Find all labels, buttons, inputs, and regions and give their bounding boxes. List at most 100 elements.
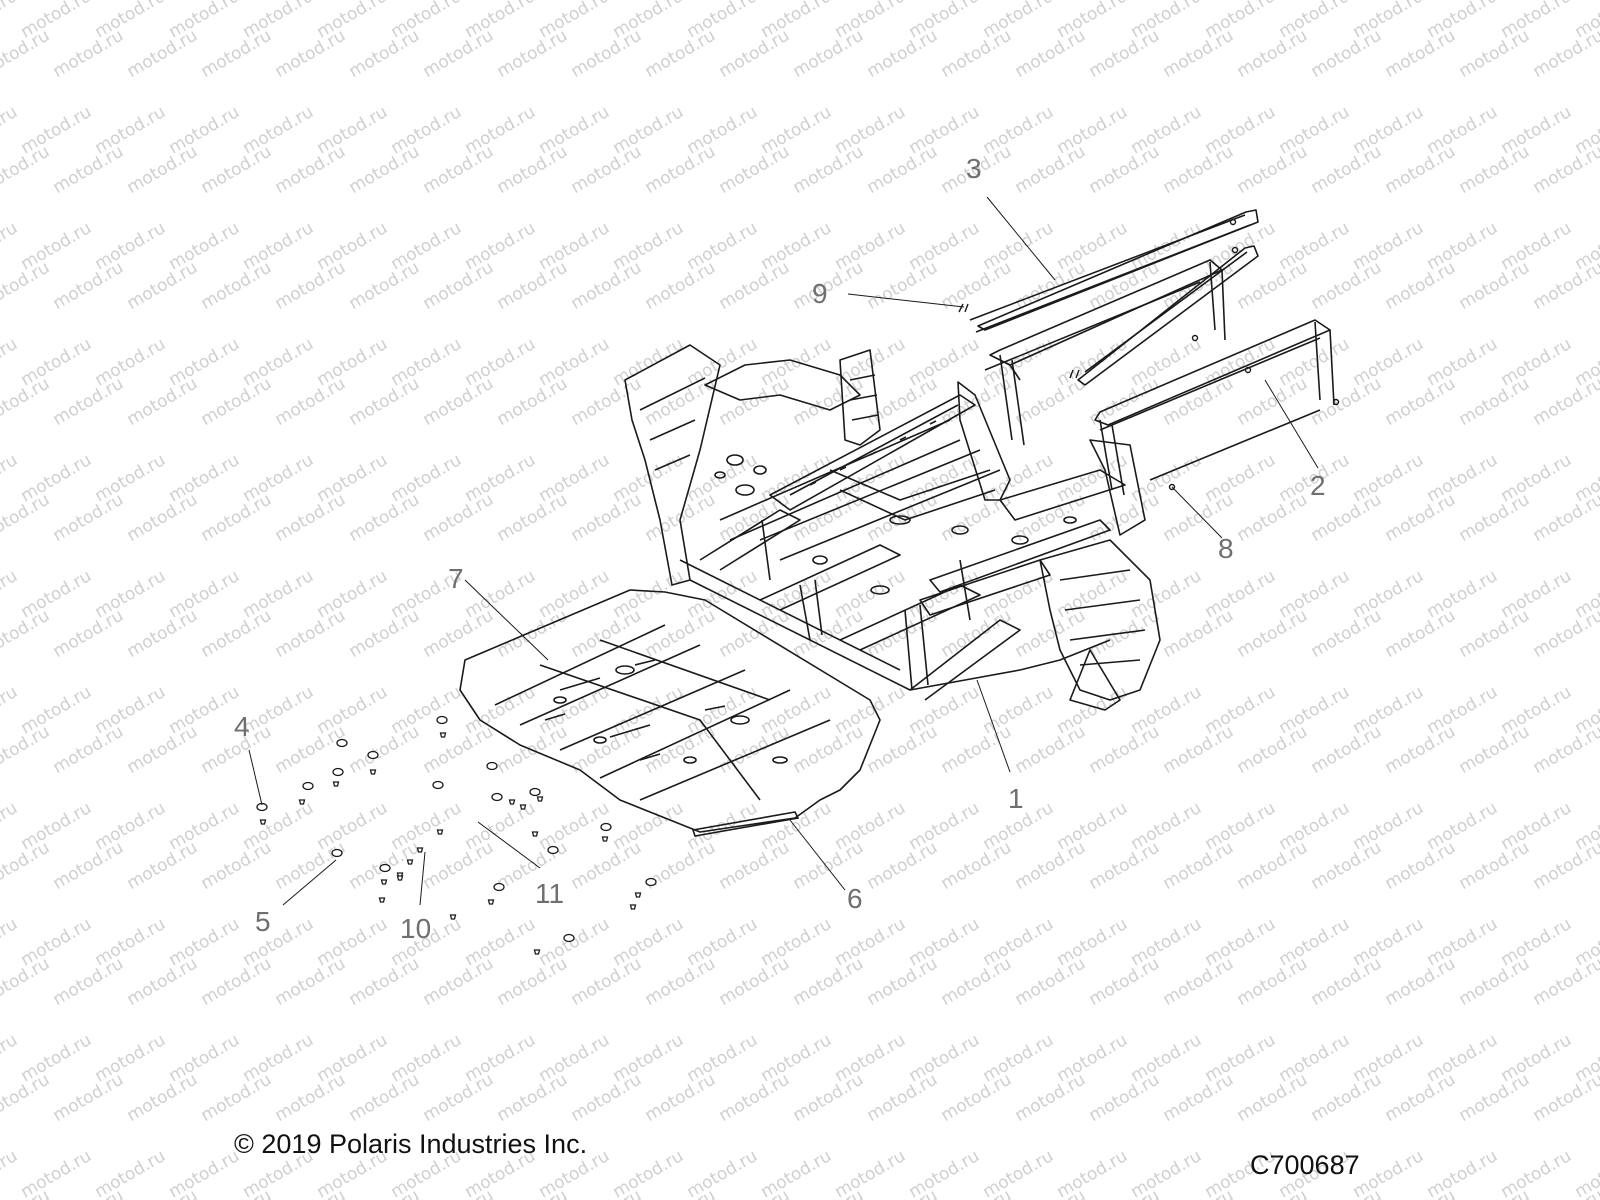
watermark-text: motod.ru xyxy=(1381,1186,1459,1200)
watermark-text: motod.ru xyxy=(419,26,497,82)
watermark-text: motod.ru xyxy=(0,218,21,274)
watermark-text: motod.ru xyxy=(345,1070,423,1126)
watermark-text: motod.ru xyxy=(1381,490,1459,546)
screw-icon xyxy=(406,859,414,865)
watermark-text: motod.ru xyxy=(567,490,645,546)
watermark-text: motod.ru xyxy=(271,26,349,82)
watermark-text: motod.ru xyxy=(789,142,867,198)
watermark-text: motod.ru xyxy=(715,954,793,1010)
watermark-text: motod.ru xyxy=(715,838,793,894)
watermark-text: motod.ru xyxy=(1159,26,1237,82)
watermark-text: motod.ru xyxy=(271,142,349,198)
watermark-text: motod.ru xyxy=(493,374,571,430)
watermark-text: motod.ru xyxy=(197,1186,275,1200)
watermark-text: motod.ru xyxy=(197,374,275,430)
callout-8: 8 xyxy=(1218,533,1234,564)
watermark-text: motod.ru xyxy=(419,258,497,314)
watermark-text: motod.ru xyxy=(1455,606,1533,662)
watermark-text: motod.ru xyxy=(683,1146,761,1200)
watermark-text: motod.ru xyxy=(831,1146,909,1200)
watermark-text: motod.ru xyxy=(641,142,719,198)
callout-2: 2 xyxy=(1310,470,1326,501)
screw-icon xyxy=(536,796,544,802)
watermark-text: motod.ru xyxy=(1011,374,1089,430)
watermark-text: motod.ru xyxy=(1233,1070,1311,1126)
watermark-text: motod.ru xyxy=(1381,838,1459,894)
watermark-text: motod.ru xyxy=(1011,954,1089,1010)
push-rivet-icon xyxy=(563,933,575,943)
watermark-text: motod.ru xyxy=(493,490,571,546)
watermark-text: motod.ru xyxy=(1159,606,1237,662)
watermark-text: motod.ru xyxy=(0,450,21,506)
watermark-text: motod.ru xyxy=(1455,1186,1533,1200)
watermark-text: motod.ru xyxy=(345,142,423,198)
watermark-text: motod.ru xyxy=(49,142,127,198)
watermark-text: motod.ru xyxy=(0,566,21,622)
watermark-text: motod.ru xyxy=(715,258,793,314)
push-rivet-icon xyxy=(432,780,444,790)
watermark-text: motod.ru xyxy=(123,722,201,778)
watermark-text: motod.ru xyxy=(715,374,793,430)
watermark-text: motod.ru xyxy=(123,258,201,314)
watermark-text: motod.ru xyxy=(1529,606,1600,662)
watermark-text: motod.ru xyxy=(419,490,497,546)
screw-icon xyxy=(531,831,539,837)
watermark-text: motod.ru xyxy=(0,1146,21,1200)
push-rivet-icon xyxy=(645,877,657,887)
watermark-text: motod.ru xyxy=(1529,722,1600,778)
push-rivet-icon xyxy=(600,822,612,832)
watermark-text: motod.ru xyxy=(1529,258,1600,314)
watermark-text: motod.ru xyxy=(419,1186,497,1200)
watermark-text: motod.ru xyxy=(17,1146,95,1200)
watermark-text: motod.ru xyxy=(937,722,1015,778)
watermark-text: motod.ru xyxy=(345,26,423,82)
watermark-text: motod.ru xyxy=(123,26,201,82)
watermark-text: motod.ru xyxy=(271,954,349,1010)
watermark-text: motod.ru xyxy=(1159,722,1237,778)
push-rivet-icon xyxy=(529,787,541,797)
watermark-text: motod.ru xyxy=(1307,142,1385,198)
watermark-text: motod.ru xyxy=(715,1186,793,1200)
screw-icon xyxy=(634,892,642,898)
watermark-text: motod.ru xyxy=(49,26,127,82)
watermark-text: motod.ru xyxy=(567,954,645,1010)
watermark-text: motod.ru xyxy=(1307,26,1385,82)
watermark-text: motod.ru xyxy=(345,1186,423,1200)
watermark-text: motod.ru xyxy=(1233,606,1311,662)
watermark-text: motod.ru xyxy=(0,722,53,778)
watermark-text: motod.ru xyxy=(197,142,275,198)
watermark-text: motod.ru xyxy=(1529,490,1600,546)
watermark-text: motod.ru xyxy=(641,258,719,314)
watermark-text: motod.ru xyxy=(165,1146,243,1200)
watermark-text: motod.ru xyxy=(493,1070,571,1126)
watermark-text: motod.ru xyxy=(123,1186,201,1200)
watermark-text: motod.ru xyxy=(271,1070,349,1126)
watermark-text: motod.ru xyxy=(1085,954,1163,1010)
floor-panel xyxy=(459,579,881,833)
watermark-text: motod.ru xyxy=(1529,838,1600,894)
watermark-text: motod.ru xyxy=(863,1186,941,1200)
watermark-text: motod.ru xyxy=(419,838,497,894)
watermark-text: motod.ru xyxy=(0,102,21,158)
watermark-text: motod.ru xyxy=(49,374,127,430)
watermark-text: motod.ru xyxy=(567,258,645,314)
watermark-text: motod.ru xyxy=(197,258,275,314)
watermark-text: motod.ru xyxy=(1455,258,1533,314)
watermark-text: motod.ru xyxy=(863,838,941,894)
watermark-text: motod.ru xyxy=(863,26,941,82)
main-frame xyxy=(624,344,1161,773)
push-rivet-icon xyxy=(547,845,559,855)
watermark-text: motod.ru xyxy=(1053,1146,1131,1200)
watermark-text: motod.ru xyxy=(1381,258,1459,314)
fastener-leaders xyxy=(248,749,541,906)
watermark-text: motod.ru xyxy=(345,258,423,314)
watermark-text: motod.ru xyxy=(271,374,349,430)
watermark-text: motod.ru xyxy=(937,606,1015,662)
screw-icon xyxy=(259,819,267,825)
watermark-text: motod.ru xyxy=(493,142,571,198)
watermark-text: motod.ru xyxy=(123,142,201,198)
watermark-text: motod.ru xyxy=(1349,1146,1427,1200)
callout-4: 4 xyxy=(234,711,250,742)
callout-5: 5 xyxy=(255,906,271,937)
